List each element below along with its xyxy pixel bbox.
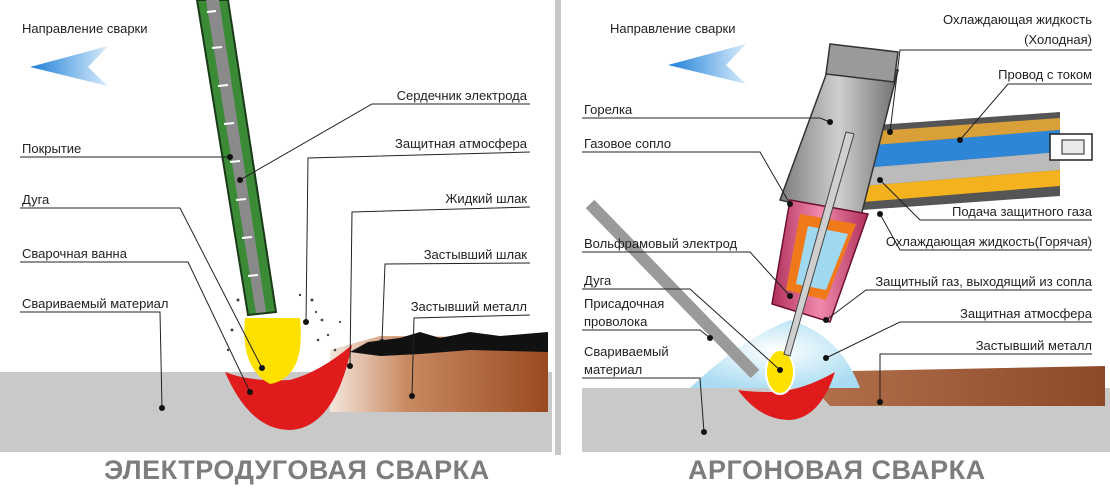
- label-gas-feed: Подача защитного газа: [952, 204, 1093, 219]
- weld-pool: [225, 345, 352, 430]
- solid-slag: [350, 332, 548, 356]
- torch-hoses: [862, 112, 1093, 210]
- label-material-1: Свариваемый: [584, 344, 669, 359]
- diagram-canvas: Направление сварки: [0, 0, 1110, 455]
- label-tungsten: Вольфрамовый электрод: [584, 236, 738, 251]
- right-caption: АРГОНОВАЯ СВАРКА: [688, 455, 986, 485]
- right-panel: Направление сварки: [582, 12, 1110, 452]
- arc-glow: [244, 318, 301, 384]
- label-filler-2: проволока: [584, 314, 648, 329]
- label-material-2: материал: [584, 362, 642, 377]
- label-wire: Провод с током: [998, 67, 1092, 82]
- label-coating: Покрытие: [22, 141, 81, 156]
- label-solid-metal: Застывший металл: [411, 299, 527, 314]
- label-material: Свариваемый материал: [22, 296, 168, 311]
- label-filler-1: Присадочная: [584, 296, 664, 311]
- torch-body: [779, 43, 899, 221]
- label-torch: Горелка: [584, 102, 633, 117]
- label-arc-right: Дуга: [584, 273, 612, 288]
- direction-arrow-icon: [30, 46, 108, 86]
- label-liquid-slag: Жидкий шлак: [445, 191, 527, 206]
- label-coolant-hot: Охлаждающая жидкость(Горячая): [886, 234, 1092, 249]
- weld-pool-right: [738, 372, 835, 420]
- tungsten-electrode: [783, 131, 855, 357]
- left-direction-label: Направление сварки: [22, 21, 148, 36]
- panel-divider: [555, 0, 561, 455]
- left-caption: ЭЛЕКТРОДУГОВАЯ СВАРКА: [104, 455, 490, 485]
- label-coolant-cold-1: Охлаждающая жидкость: [943, 12, 1092, 27]
- label-atmosphere: Защитная атмосфера: [395, 136, 528, 151]
- label-nozzle: Газовое сопло: [584, 136, 671, 151]
- label-core: Сердечник электрода: [397, 88, 528, 103]
- solid-metal-bead-right: [800, 366, 1105, 406]
- label-gas-out: Защитный газ, выходящий из сопла: [875, 274, 1092, 289]
- label-pool: Сварочная ванна: [22, 246, 128, 261]
- left-panel: Направление сварки: [0, 0, 552, 452]
- direction-arrow-icon-right: [668, 44, 746, 84]
- label-coolant-cold-2: (Холодная): [1024, 32, 1092, 47]
- right-direction-label: Направление сварки: [610, 21, 736, 36]
- label-solid-metal-right: Застывший металл: [976, 338, 1092, 353]
- gas-nozzle: [771, 199, 870, 323]
- electrode: [195, 0, 278, 317]
- label-atmosphere-right: Защитная атмосфера: [960, 306, 1093, 321]
- label-solid-slag: Застывший шлак: [424, 247, 528, 262]
- label-arc: Дуга: [22, 192, 50, 207]
